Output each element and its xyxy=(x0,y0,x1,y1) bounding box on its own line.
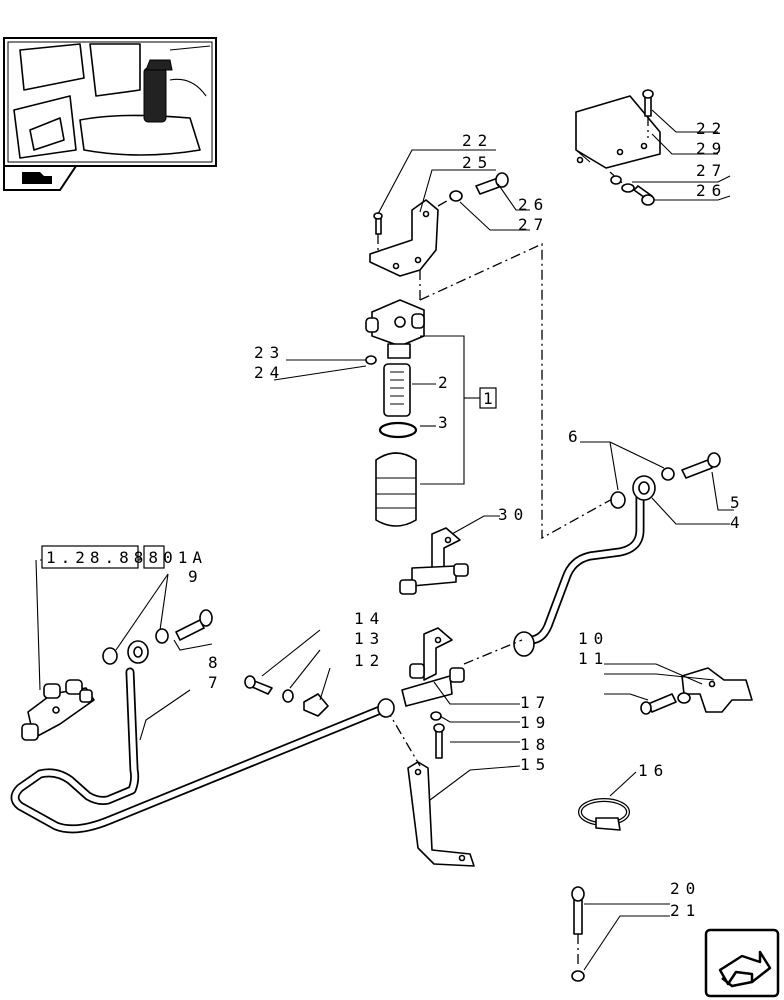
hose-clamp-16 xyxy=(578,798,630,831)
label-20: 20 xyxy=(670,879,701,898)
bracket-10 xyxy=(681,667,753,713)
label-5: 5 xyxy=(730,493,746,512)
label-12: 12 xyxy=(354,651,385,670)
fuel-pump-left xyxy=(21,679,95,741)
tee-fitting-30 xyxy=(399,527,469,595)
leader-lines xyxy=(35,109,734,971)
reference-code[interactable]: 1.28.88801A xyxy=(41,545,207,569)
label-14: 14 xyxy=(354,609,385,628)
label-27-top: 27 xyxy=(518,215,549,234)
label-24: 24 xyxy=(254,363,285,382)
label-18: 18 xyxy=(520,735,551,754)
label-29: 29 xyxy=(696,139,727,158)
label-21: 21 xyxy=(670,901,701,920)
label-22-top: 22 xyxy=(462,131,493,150)
label-2: 2 xyxy=(438,373,454,392)
reference-code-text: 1.28.88801A xyxy=(46,548,207,567)
next-page-icon[interactable] xyxy=(704,928,780,998)
label-27-right: 27 xyxy=(696,161,727,180)
bracket-detail-top-right xyxy=(575,89,661,206)
strap-bracket-15 xyxy=(407,761,475,867)
tee-fitting-17 xyxy=(401,627,465,759)
filter-highlight-icon xyxy=(143,67,167,123)
label-23: 23 xyxy=(254,343,285,362)
label-26-right: 26 xyxy=(696,181,727,200)
label-3: 3 xyxy=(438,413,454,432)
label-6: 6 xyxy=(568,427,584,446)
fuel-filter-assembly xyxy=(365,299,425,527)
thumbnail[interactable] xyxy=(3,37,217,167)
label-9: 9 xyxy=(188,567,204,586)
label-19: 19 xyxy=(520,713,551,732)
label-16: 16 xyxy=(638,761,669,780)
label-30: 30 xyxy=(498,505,529,524)
filter-bracket xyxy=(369,199,439,277)
previous-page-icon[interactable] xyxy=(3,165,78,191)
label-26-top: 26 xyxy=(518,195,549,214)
label-25: 25 xyxy=(462,153,493,172)
label-15: 15 xyxy=(520,755,551,774)
label-13: 13 xyxy=(354,629,385,648)
label-4: 4 xyxy=(730,513,746,532)
label-11: 11 xyxy=(578,649,609,668)
label-8: 8 xyxy=(208,653,224,672)
label-10: 10 xyxy=(578,629,609,648)
label-7: 7 xyxy=(208,673,224,692)
label-1: 1 xyxy=(483,389,499,408)
part-labels: 22 25 26 27 22 29 27 26 23 24 2 3 1 30 6… xyxy=(188,119,746,920)
label-22-right: 22 xyxy=(696,119,727,138)
label-17: 17 xyxy=(520,693,551,712)
